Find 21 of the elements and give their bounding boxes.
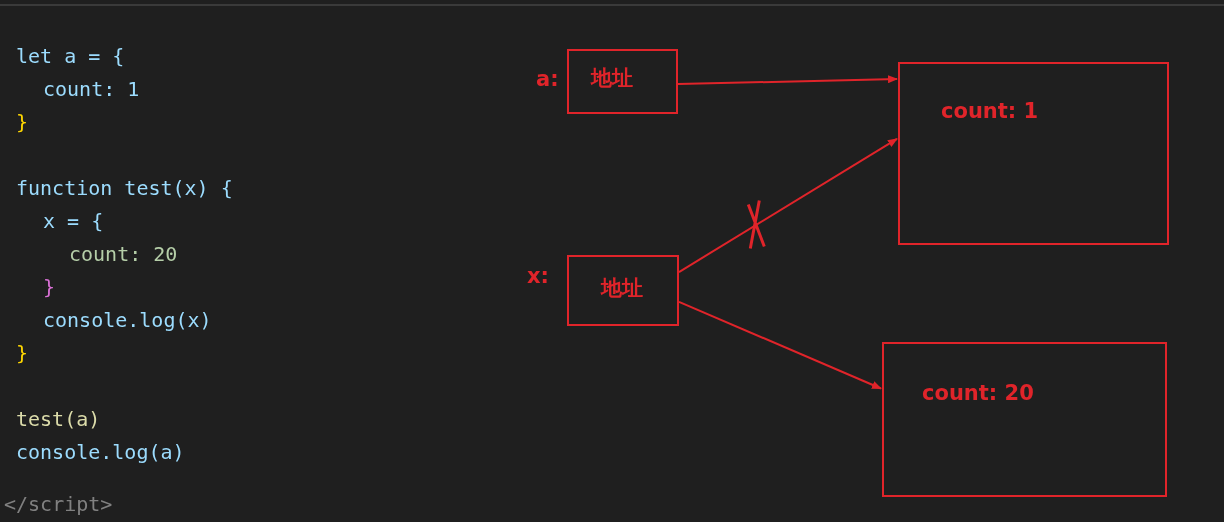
code-line: let a = { xyxy=(16,44,125,68)
arrow xyxy=(678,300,882,390)
arrow xyxy=(677,75,898,86)
code-line: count: 1 xyxy=(43,77,140,101)
arrow xyxy=(678,137,898,274)
code-line: test(a) xyxy=(16,407,101,431)
code-line: console.log(a) xyxy=(16,440,185,464)
object-text: count: 20 xyxy=(922,380,1034,406)
variable-label: a: xyxy=(536,66,559,92)
address-text: 地址 xyxy=(591,65,633,91)
code-line: console.log(x) xyxy=(43,308,212,332)
code-line: } xyxy=(16,110,29,134)
code-line: </script> xyxy=(4,492,113,516)
code-line: count: 20 xyxy=(69,242,178,266)
code-line: } xyxy=(16,341,29,365)
code-line: x = { xyxy=(43,209,104,233)
object-text: count: 1 xyxy=(941,98,1039,124)
code-line: } xyxy=(43,275,56,299)
variable-label: x: xyxy=(527,263,549,289)
address-text: 地址 xyxy=(601,275,643,301)
code-line: function test(x) { xyxy=(16,176,233,200)
